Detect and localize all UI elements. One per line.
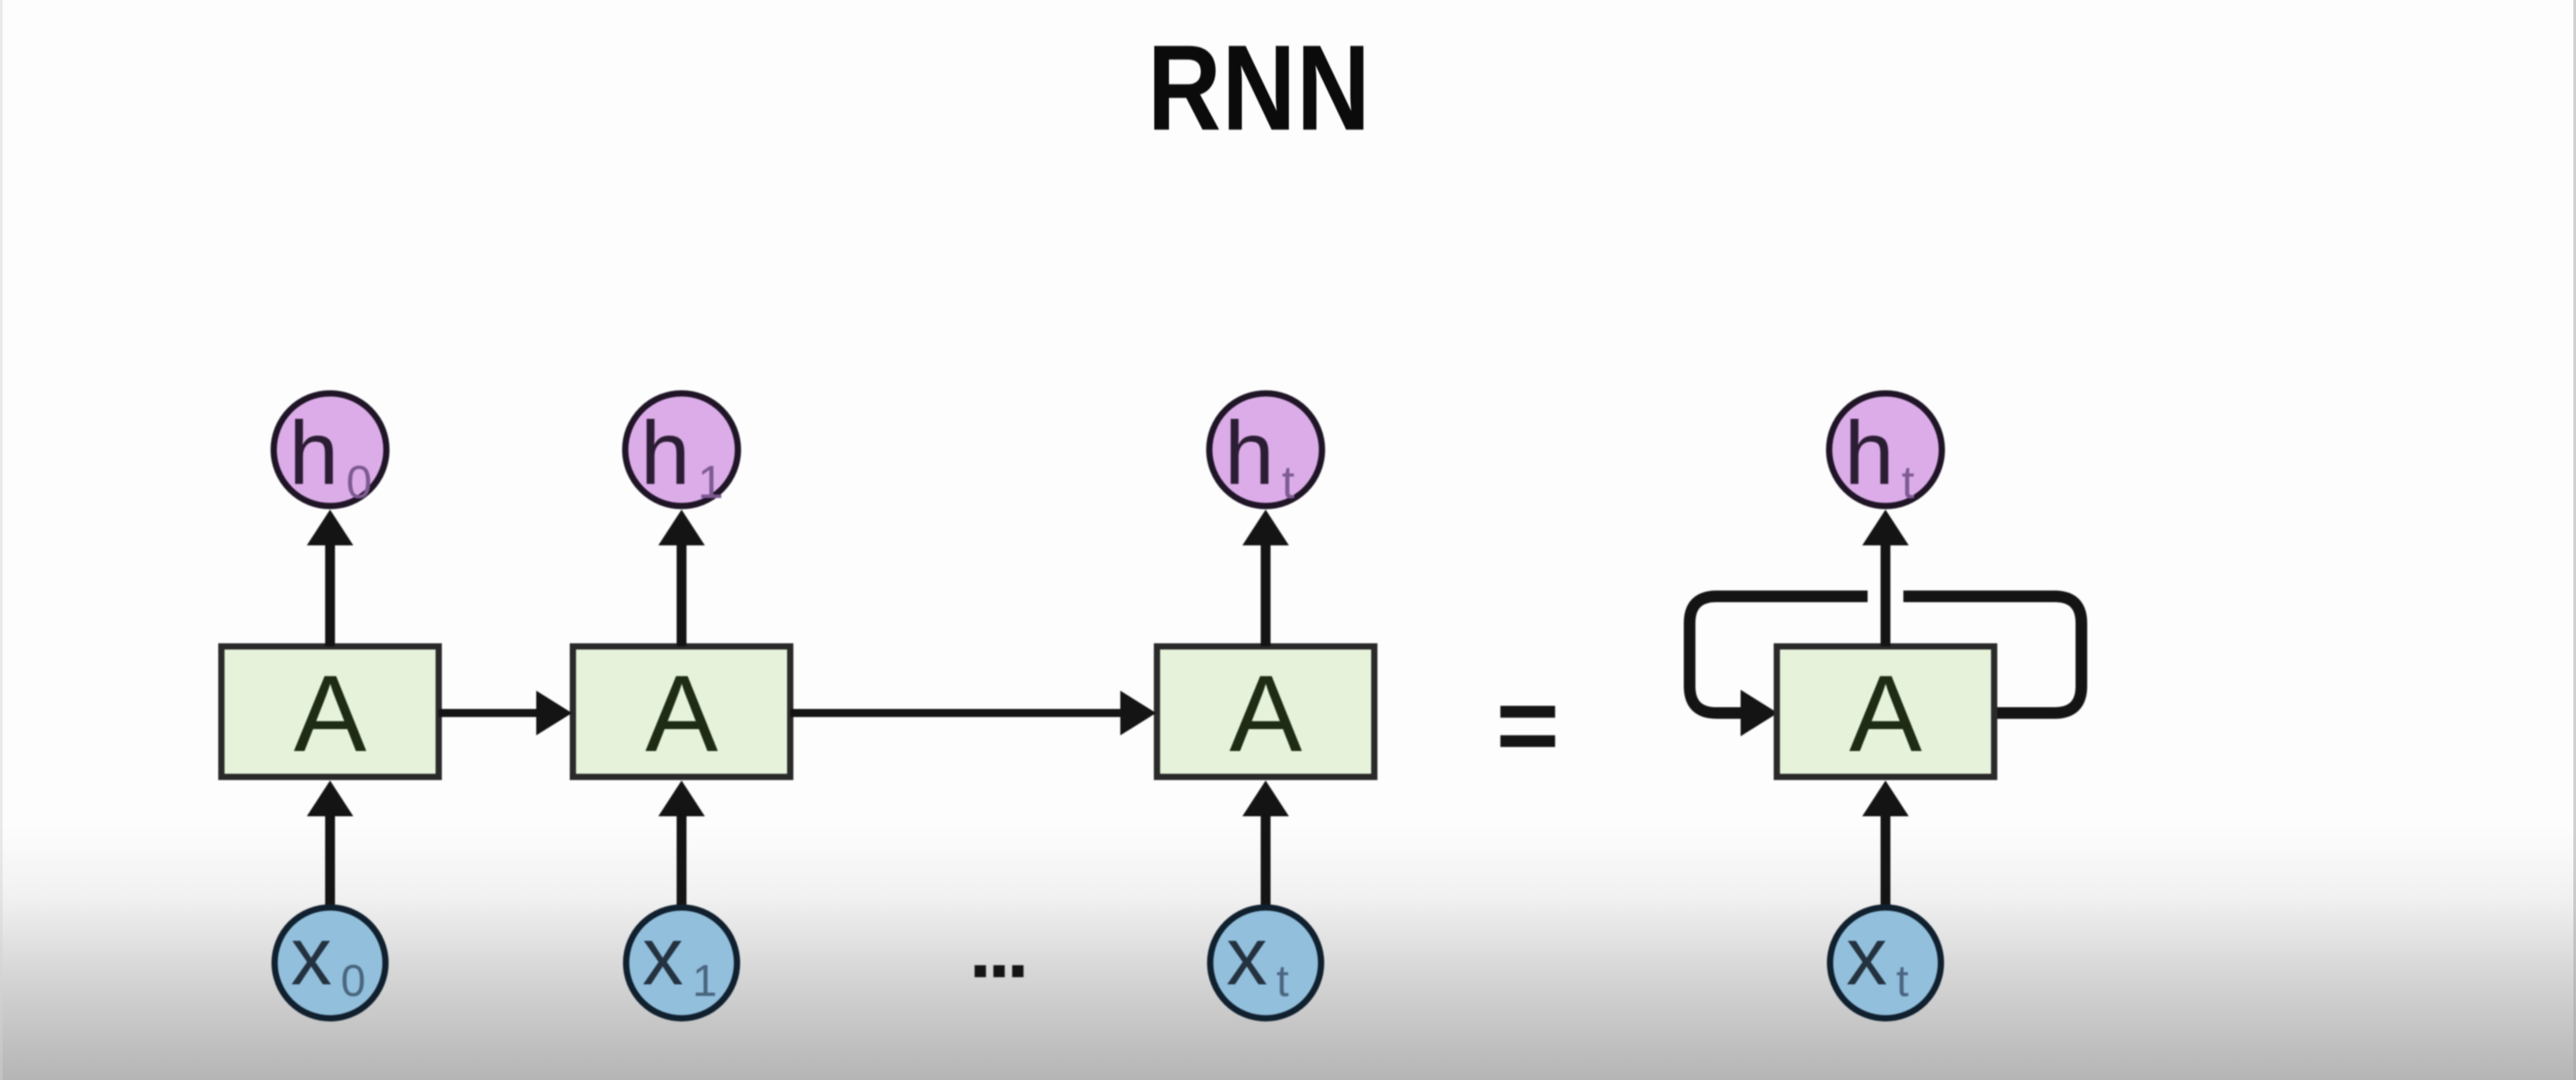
hidden-state-node-unit-0 — [270, 390, 390, 510]
cell-box-unit-0 — [218, 643, 442, 780]
hidden-state-label-unit-recurrent: h — [1844, 403, 1894, 503]
input-node-unit-1 — [623, 904, 741, 1022]
title-text: RNN — [1147, 20, 1372, 156]
hidden-state-label-unit-0: h — [289, 403, 339, 503]
input-node-unit-recurrent — [1826, 904, 1945, 1022]
input-arrow-unit-recurrent — [1862, 780, 1909, 907]
hidden-state-label-unit-t: h — [1224, 403, 1275, 503]
recurrence-loop-arrowhead — [1741, 689, 1778, 737]
input-subscript-unit-recurrent: t — [1896, 956, 1909, 1006]
ellipsis: ... — [969, 906, 1025, 995]
state-arrow-1-t — [790, 690, 1157, 736]
hidden-state-node-unit-1 — [622, 390, 741, 510]
hidden-state-node-unit-recurrent — [1826, 390, 1945, 510]
input-subscript-unit-0: 0 — [341, 956, 366, 1006]
input-label-unit-1: x — [642, 911, 683, 1002]
output-arrow-unit-recurrent — [1862, 510, 1909, 646]
input-subscript-unit-t: t — [1276, 956, 1289, 1006]
output-arrow-unit-1 — [658, 510, 705, 646]
cell-label-unit-recurrent: A — [1849, 653, 1922, 774]
cell-label-unit-t: A — [1229, 653, 1302, 774]
hidden-state-subscript-unit-recurrent: t — [1902, 457, 1915, 509]
input-label-unit-recurrent: x — [1846, 911, 1887, 1002]
cell-box-unit-1 — [570, 643, 793, 780]
input-node-unit-0 — [271, 904, 389, 1022]
hidden-state-subscript-unit-0: 0 — [346, 457, 372, 509]
cell-label-unit-0: A — [293, 653, 367, 774]
hidden-state-node-unit-t — [1206, 390, 1326, 510]
output-arrow-unit-0 — [307, 510, 353, 646]
input-arrow-unit-t — [1242, 780, 1289, 907]
cell-label-unit-1: A — [645, 653, 718, 774]
input-node-unit-t — [1207, 904, 1325, 1022]
equals-sign: = — [1496, 664, 1559, 786]
hidden-state-subscript-unit-t: t — [1282, 457, 1295, 509]
input-arrow-unit-1 — [658, 780, 705, 907]
cell-box-unit-t — [1154, 643, 1377, 780]
input-label-unit-t: x — [1226, 911, 1267, 1002]
hidden-state-label-unit-1: h — [640, 403, 691, 503]
input-label-unit-0: x — [291, 911, 332, 1002]
state-arrow-0-1 — [438, 690, 572, 736]
input-subscript-unit-1: 1 — [692, 956, 717, 1006]
output-arrow-unit-t — [1242, 510, 1289, 646]
page-title: RNN — [0, 27, 2519, 148]
input-arrow-unit-0 — [307, 780, 353, 907]
hidden-state-subscript-unit-1: 1 — [698, 457, 724, 509]
